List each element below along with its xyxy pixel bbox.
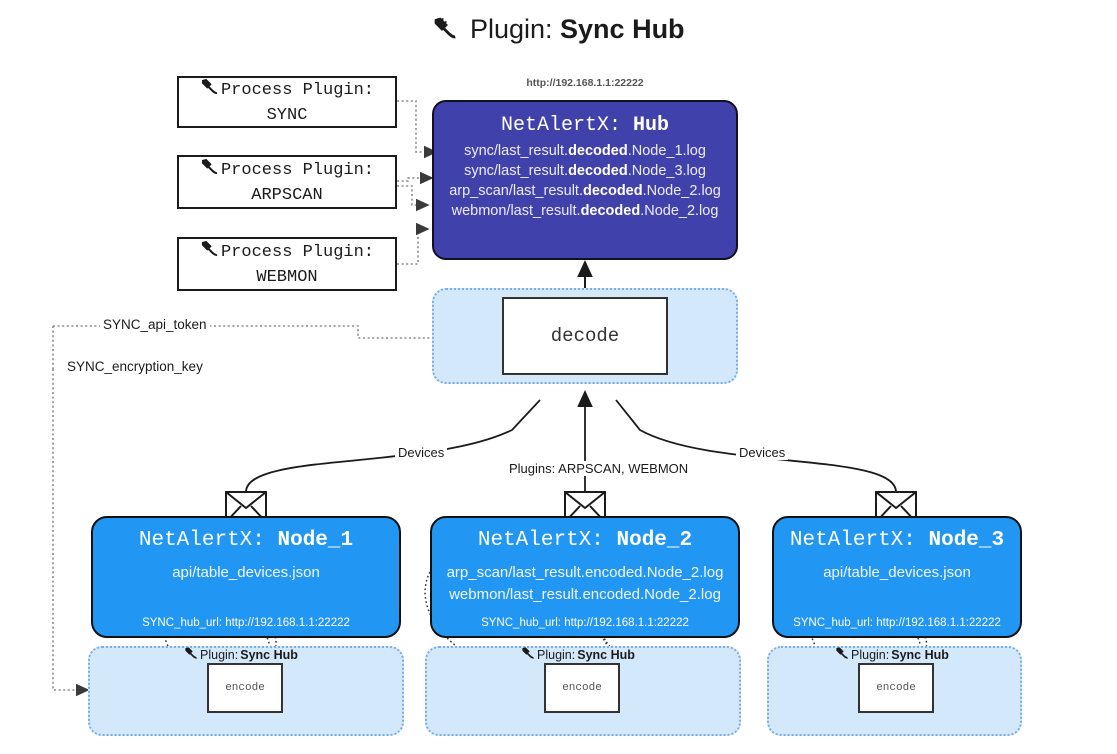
title-name: Sync Hub (560, 14, 685, 44)
process-plugin-sync[interactable]: Process Plugin: SYNC (177, 76, 397, 128)
node-name: Node_1 (277, 529, 354, 552)
hub-log-list: sync/last_result.decoded.Node_1.log sync… (434, 143, 736, 219)
node-line: arp_scan/last_result.encoded.Node_2.log (446, 564, 724, 581)
hub-node[interactable]: NetAlertX: Hub sync/last_result.decoded.… (432, 100, 738, 260)
process-plugin-label: Process Plugin: (220, 242, 375, 262)
encode-box-node-2[interactable]: encode (544, 663, 620, 713)
title-lead: Plugin: (469, 14, 553, 44)
encode-box-node-3[interactable]: encode (858, 663, 934, 713)
node-name: Node_3 (928, 529, 1005, 552)
encoder-plugin-label-3: Plugin: Sync Hub (835, 646, 949, 663)
edge-label-devices-left: Devices (395, 445, 448, 460)
plug-icon (835, 646, 849, 663)
process-plugin-arpscan[interactable]: Process Plugin: ARPSCAN (177, 155, 397, 209)
plug-icon (521, 646, 535, 663)
hub-url-label: http://192.168.1.1:22222 (526, 77, 644, 89)
edge-label-devices-right: Devices (736, 445, 789, 460)
edge-label-plugins-center: Plugins: ARPSCAN, WEBMON (506, 461, 692, 476)
node-line-list: api/table_devices.json (172, 564, 320, 581)
node-3[interactable]: NetAlertX: Node_3 api/table_devices.json… (772, 516, 1022, 638)
encode-box-node-1[interactable]: encode (207, 663, 283, 713)
hub-log-line: arp_scan/last_result.decoded.Node_2.log (449, 183, 721, 199)
node-1[interactable]: NetAlertX: Node_1 api/table_devices.json… (91, 516, 401, 638)
hub-log-line: webmon/last_result.decoded.Node_2.log (451, 203, 719, 219)
plug-icon (200, 239, 219, 266)
page-title: Plugin: Sync Hub (0, 14, 1117, 48)
hub-log-line: sync/last_result.decoded.Node_3.log (464, 163, 706, 179)
process-plugin-name: ARPSCAN (251, 186, 323, 205)
process-plugin-name: WEBMON (256, 268, 318, 287)
encoder-plugin-label-2: Plugin: Sync Hub (521, 646, 635, 663)
node-hub-url: SYNC_hub_url: http://192.168.1.1:22222 (481, 617, 689, 629)
hub-name: Hub (633, 114, 670, 137)
node-line: api/table_devices.json (172, 564, 320, 581)
node-title: NetAlertX: Node_1 (138, 529, 354, 552)
hub-log-line: sync/last_result.decoded.Node_1.log (464, 143, 706, 159)
setting-encryption-key-label: SYNC_encryption_key (64, 359, 206, 374)
node-line: api/table_devices.json (823, 564, 971, 581)
process-plugin-webmon[interactable]: Process Plugin: WEBMON (177, 237, 397, 291)
plug-icon (200, 157, 219, 184)
setting-api-token-label: SYNC_api_token (100, 317, 210, 332)
node-line-list: arp_scan/last_result.encoded.Node_2.log … (447, 564, 724, 603)
encoder-plugin-label-1: Plugin: Sync Hub (184, 646, 298, 663)
node-hub-url: SYNC_hub_url: http://192.168.1.1:22222 (142, 617, 350, 629)
hub-prefix: NetAlertX: (500, 114, 621, 137)
plug-icon (200, 77, 219, 104)
process-plugin-name: SYNC (266, 106, 308, 125)
process-plugin-label: Process Plugin: (220, 160, 375, 180)
node-line-list: api/table_devices.json (823, 564, 971, 581)
process-plugin-label: Process Plugin: (220, 80, 375, 100)
node-name: Node_2 (616, 529, 693, 552)
hub-title: NetAlertX: Hub (501, 114, 669, 137)
node-title: NetAlertX: Node_3 (789, 529, 1005, 552)
node-2[interactable]: NetAlertX: Node_2 arp_scan/last_result.e… (430, 516, 740, 638)
plug-icon (184, 646, 198, 663)
decode-box[interactable]: decode (502, 297, 668, 375)
node-line: webmon/last_result.encoded.Node_2.log (449, 586, 721, 603)
node-title: NetAlertX: Node_2 (477, 529, 693, 552)
plug-icon (432, 15, 458, 48)
node-hub-url: SYNC_hub_url: http://192.168.1.1:22222 (793, 617, 1001, 629)
